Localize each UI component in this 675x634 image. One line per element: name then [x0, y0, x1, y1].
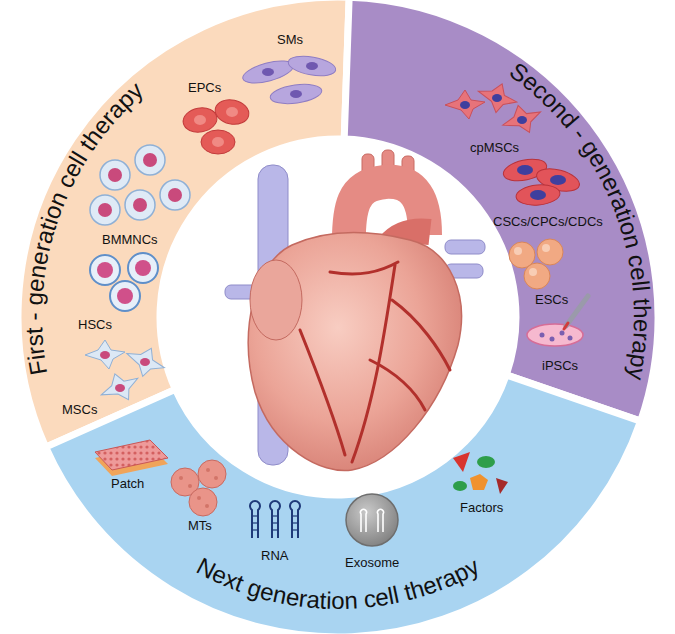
- cell-label: MSCs: [62, 403, 97, 417]
- cell-label: ESCs: [535, 293, 568, 307]
- cardiopoietic-mscs: [445, 77, 545, 139]
- bone-marrow-mononuclear-cells: [90, 145, 190, 225]
- cell-label: EPCs: [188, 81, 221, 95]
- growth-factors: [453, 452, 508, 494]
- smooth-muscle-cells: [241, 53, 338, 107]
- cell-label: Exosome: [345, 556, 399, 570]
- sector-title: Next generation cell therapy: [193, 552, 484, 614]
- microtissues: [171, 460, 226, 516]
- cardiac-stem-cells: [501, 156, 581, 207]
- tissue-patch: [95, 440, 168, 476]
- cell-label: iPSCs: [542, 359, 578, 373]
- mesenchymal-stem-cells: [85, 340, 169, 408]
- embryonic-stem-cells: [509, 239, 563, 289]
- cell-label: BMMNCs: [102, 233, 158, 247]
- cell-label: CSCs/CPCs/CDCs: [493, 215, 603, 229]
- cell-label: RNA: [261, 549, 288, 563]
- cell-label: Patch: [111, 477, 144, 491]
- cell-label: Factors: [460, 501, 503, 515]
- rna-hairpins: [250, 501, 300, 538]
- heart-illustration: [225, 150, 485, 471]
- endothelial-progenitor-cells: [181, 97, 251, 154]
- exosome: [346, 494, 398, 546]
- hematopoietic-stem-cells: [90, 253, 158, 311]
- cell-label: HSCs: [78, 318, 112, 332]
- cell-label: MTs: [188, 519, 212, 533]
- cell-label: cpMSCs: [470, 141, 519, 155]
- cell-label: SMs: [277, 33, 303, 47]
- sector-title: First - generation cell therapy: [20, 76, 148, 377]
